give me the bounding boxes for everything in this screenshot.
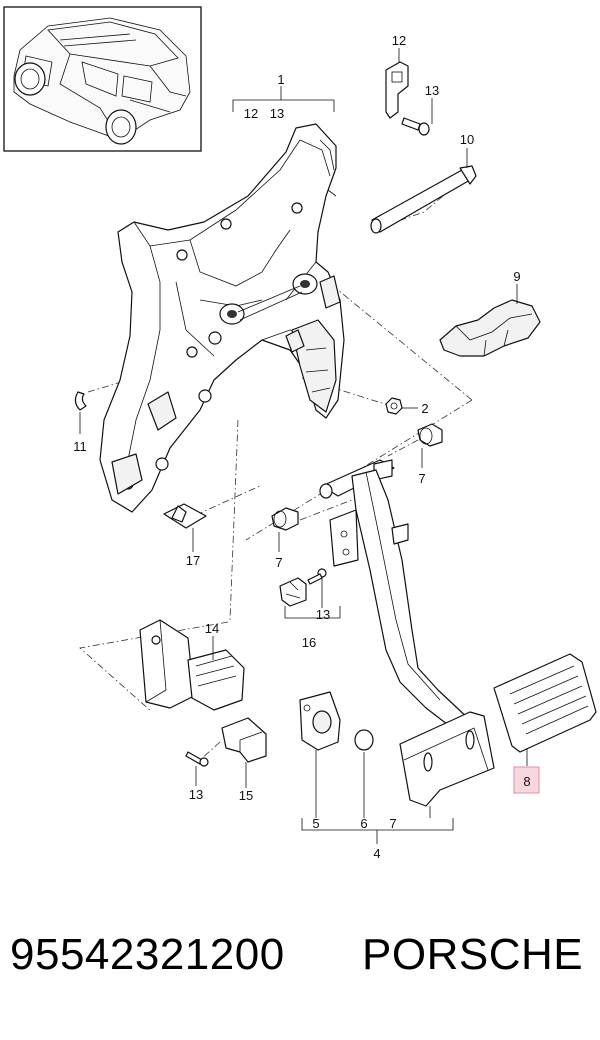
part-7-bushing-b bbox=[271, 507, 299, 531]
callout-13-mid[interactable]: 13 bbox=[316, 607, 330, 622]
part-9-pad bbox=[439, 299, 541, 357]
callout-16[interactable]: 16 bbox=[302, 635, 316, 650]
callout-2[interactable]: 2 bbox=[421, 401, 428, 416]
pedal-arm bbox=[319, 459, 471, 735]
part-7-bushing-a bbox=[417, 423, 443, 447]
callout-14[interactable]: 14 bbox=[205, 621, 219, 636]
callouts: 1 12 13 12 13 10 9 2 11 7 7 17 13 16 14 … bbox=[73, 33, 530, 861]
callout-4-7[interactable]: 7 bbox=[389, 816, 396, 831]
part-2-nut bbox=[385, 397, 403, 415]
callout-15[interactable]: 15 bbox=[239, 788, 253, 803]
part-number: 95542321200 bbox=[10, 930, 285, 979]
pedal-pad bbox=[399, 711, 495, 807]
part-12-bracket bbox=[385, 61, 409, 119]
part-13-bolt-mid bbox=[307, 568, 327, 585]
callout-4-6[interactable]: 6 bbox=[360, 816, 367, 831]
callout-1[interactable]: 1 bbox=[277, 72, 284, 87]
part-8-pedal-cover bbox=[493, 653, 597, 753]
part-16-switch bbox=[279, 577, 307, 607]
callout-12[interactable]: 12 bbox=[392, 33, 406, 48]
callout-1-13[interactable]: 13 bbox=[270, 106, 284, 121]
callout-13-bottom[interactable]: 13 bbox=[189, 787, 203, 802]
part-8-highlight bbox=[513, 766, 540, 794]
part-13-bolt-bottom bbox=[185, 751, 209, 767]
callout-10[interactable]: 10 bbox=[460, 132, 474, 147]
brand-name: PORSCHE bbox=[362, 930, 584, 979]
callout-4-5[interactable]: 5 bbox=[312, 816, 319, 831]
part-13-bolt-top bbox=[401, 117, 430, 136]
callout-9[interactable]: 9 bbox=[513, 269, 520, 284]
leader-lines bbox=[79, 48, 528, 844]
callout-7-left[interactable]: 7 bbox=[275, 555, 282, 570]
part-6-cap bbox=[354, 729, 374, 751]
callout-17[interactable]: 17 bbox=[186, 553, 200, 568]
footer: 95542321200 PORSCHE bbox=[0, 930, 600, 1000]
pedal-bracket bbox=[99, 123, 345, 513]
callout-11[interactable]: 11 bbox=[73, 439, 87, 454]
callout-7-right[interactable]: 7 bbox=[418, 471, 425, 486]
callout-8[interactable]: 8 bbox=[523, 774, 530, 789]
part-11-clip bbox=[74, 391, 87, 411]
part-5-switch bbox=[299, 691, 341, 751]
callout-13-top[interactable]: 13 bbox=[425, 83, 439, 98]
part-17-clip bbox=[163, 503, 207, 529]
vehicle-thumbnail bbox=[3, 6, 202, 152]
part-14-bracket bbox=[139, 619, 245, 711]
callout-4[interactable]: 4 bbox=[373, 846, 380, 861]
part-15-sensor bbox=[221, 717, 267, 763]
callout-1-12[interactable]: 12 bbox=[244, 106, 258, 121]
part-10-shaft bbox=[370, 165, 477, 234]
